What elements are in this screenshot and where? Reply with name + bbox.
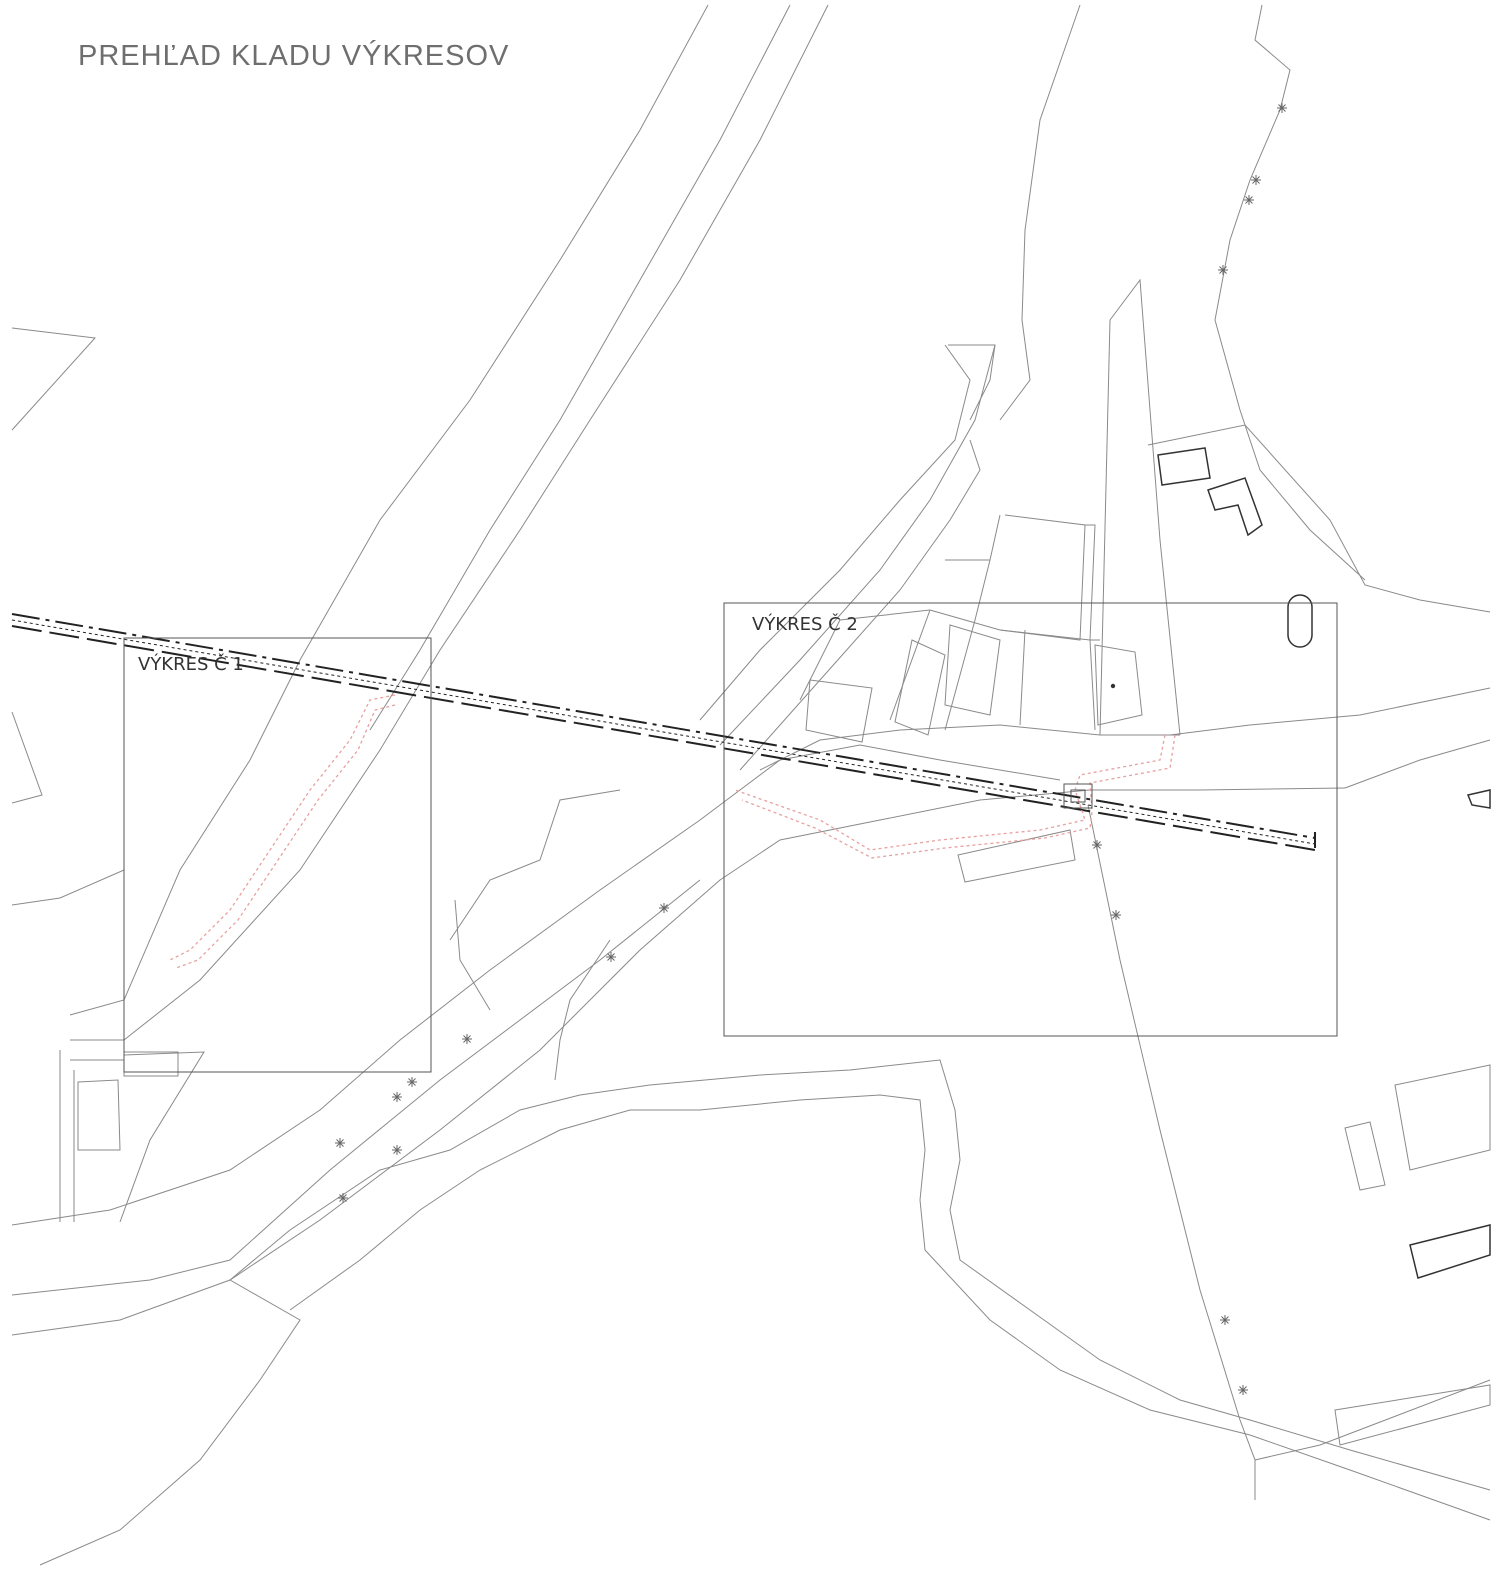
fence-marker-asterisk-icon xyxy=(1220,1315,1230,1325)
fence-marker-asterisk-icon xyxy=(659,903,669,913)
fence-marker-asterisk-icon xyxy=(1251,175,1261,185)
buildings-light xyxy=(78,625,1490,1445)
fence-marker-asterisk-icon xyxy=(1218,265,1228,275)
fence-marker-asterisk-icon xyxy=(462,1034,472,1044)
sheet-frame-1 xyxy=(124,638,431,1072)
fence-marker-asterisk-icon xyxy=(1277,103,1287,113)
proposed-route xyxy=(170,695,1175,968)
utility-line xyxy=(12,614,1315,850)
fence-marker-asterisk-icon xyxy=(1111,910,1121,920)
fence-marker-asterisk-icon xyxy=(1238,1385,1248,1395)
point-marker xyxy=(1110,683,1116,689)
page-title: PREHĽAD KLADU VÝKRESOV xyxy=(78,40,510,72)
sheet-frames xyxy=(124,603,1337,1072)
fence-marker-asterisk-icon xyxy=(392,1092,402,1102)
fence-marker-asterisk-icon xyxy=(1092,840,1102,850)
asterisk-icon xyxy=(335,103,1287,1395)
buildings xyxy=(1158,448,1490,1278)
chamber-symbol xyxy=(1064,784,1092,808)
fence-marker-asterisk-icon xyxy=(407,1077,417,1087)
sheet-frame-2 xyxy=(724,603,1337,1036)
fence-marker-asterisk-icon xyxy=(1244,195,1254,205)
parcel-lines xyxy=(12,5,1490,1565)
sheet-label-2: VÝKRES Č 2 xyxy=(752,614,858,635)
fence-marker-asterisk-icon xyxy=(338,1193,348,1203)
fence-marker-asterisk-icon xyxy=(392,1145,402,1155)
fence-marker-asterisk-icon xyxy=(335,1138,345,1148)
sheet-label-1: VÝKRES Č 1 xyxy=(138,654,244,675)
fence-marker-asterisk-icon xyxy=(606,952,616,962)
